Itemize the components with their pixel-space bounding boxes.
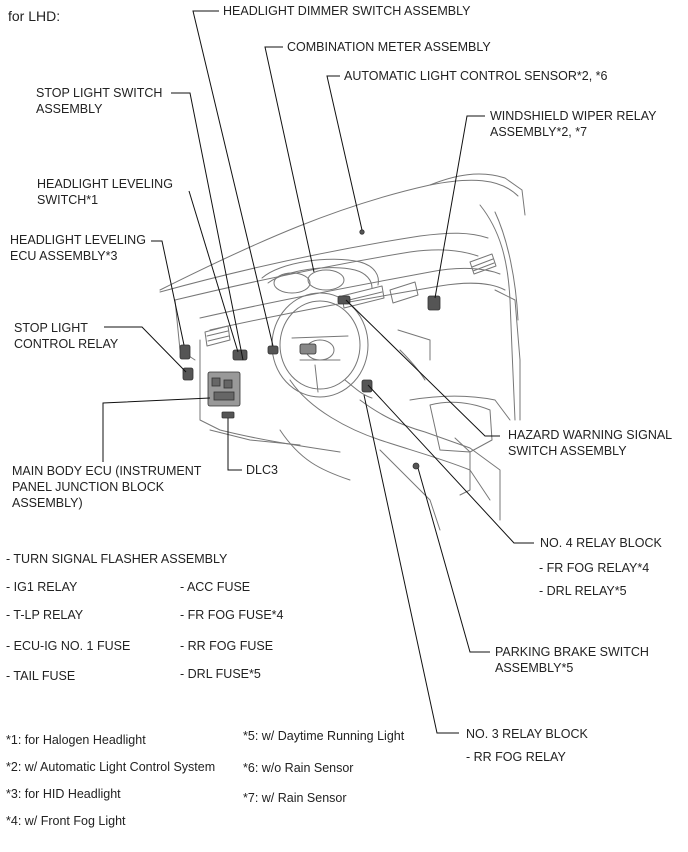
leader-dlc3 bbox=[227, 418, 242, 471]
right-vent bbox=[389, 281, 419, 304]
footnote-5: *5: w/ Daytime Running Light bbox=[243, 729, 405, 743]
leader-leveling-switch bbox=[188, 190, 239, 353]
meter-hood bbox=[261, 258, 379, 286]
list-ecu-ig-fuse: - ECU-IG NO. 1 FUSE bbox=[6, 639, 131, 653]
leader-wiper-relay bbox=[434, 115, 485, 299]
leader-combination-meter bbox=[264, 46, 315, 273]
label-headlight-leveling-switch: HEADLIGHT LEVELING SWITCH*1 bbox=[37, 177, 173, 207]
list-tail-fuse: - TAIL FUSE bbox=[6, 669, 76, 683]
steering-wheel-outline bbox=[271, 292, 369, 398]
dimmer-switch-mark bbox=[267, 345, 279, 355]
footnote-3: *3: for HID Headlight bbox=[6, 787, 121, 801]
dlc3-mark bbox=[221, 411, 235, 419]
label-parking-brake-switch: PARKING BRAKE SWITCH ASSEMBLY*5 bbox=[495, 645, 649, 675]
leveling-ecu-mark bbox=[179, 344, 191, 360]
label-windshield-wiper-relay: WINDSHIELD WIPER RELAY ASSEMBLY*2, *7 bbox=[490, 109, 657, 139]
list-acc-fuse: - ACC FUSE bbox=[180, 580, 251, 594]
auto-light-sensor-mark bbox=[359, 229, 365, 235]
leader-stop-relay bbox=[104, 326, 187, 373]
hazard-switch-mark bbox=[337, 295, 351, 305]
label-headlight-leveling-ecu: HEADLIGHT LEVELING ECU ASSEMBLY*3 bbox=[10, 233, 146, 263]
side-vent bbox=[469, 253, 497, 275]
label-stop-light-switch: STOP LIGHT SWITCH ASSEMBLY bbox=[36, 86, 163, 116]
leader-stop-light-switch bbox=[171, 92, 244, 361]
label-combination-meter: COMBINATION METER ASSEMBLY bbox=[287, 40, 491, 54]
label-fr-fog-relay: - FR FOG RELAY*4 bbox=[539, 561, 650, 575]
a-pillar bbox=[479, 204, 516, 421]
leader-main-body-ecu bbox=[102, 397, 211, 462]
wiper-relay-mark bbox=[427, 295, 441, 311]
leveling-switch-mark bbox=[232, 349, 248, 361]
list-tlp-relay: - T-LP RELAY bbox=[6, 608, 84, 622]
label-rr-fog-relay: - RR FOG RELAY bbox=[466, 750, 566, 764]
left-vent bbox=[204, 325, 231, 347]
footnote-4: *4: w/ Front Fog Light bbox=[6, 814, 126, 828]
windshield-outline bbox=[159, 179, 519, 291]
relay-block-4-mark bbox=[361, 379, 373, 393]
parking-brake-mark bbox=[412, 462, 420, 470]
list-turn-signal-flasher: - TURN SIGNAL FLASHER ASSEMBLY bbox=[6, 552, 228, 566]
label-no3-relay-block: NO. 3 RELAY BLOCK bbox=[466, 727, 588, 741]
footnote-1: *1: for Halogen Headlight bbox=[6, 733, 146, 747]
label-stop-light-control-relay: STOP LIGHT CONTROL RELAY bbox=[14, 321, 119, 351]
label-drl-relay: - DRL RELAY*5 bbox=[539, 584, 627, 598]
page-header: for LHD: bbox=[8, 8, 61, 24]
leader-relay-block-3 bbox=[363, 394, 459, 734]
list-drl-fuse: - DRL FUSE*5 bbox=[180, 667, 261, 681]
roof-line bbox=[429, 173, 526, 216]
list-rr-fog-fuse: - RR FOG FUSE bbox=[180, 639, 274, 653]
list-fr-fog-fuse: - FR FOG FUSE*4 bbox=[180, 608, 284, 622]
label-main-body-ecu: MAIN BODY ECU (INSTRUMENT PANEL JUNCTION… bbox=[12, 464, 202, 510]
main-body-ecu-mark bbox=[207, 371, 241, 407]
footnote-7: *7: w/ Rain Sensor bbox=[243, 791, 347, 805]
footnote-6: *6: w/o Rain Sensor bbox=[243, 761, 354, 775]
leader-auto-light-sensor bbox=[326, 75, 363, 231]
list-ig1-relay: - IG1 RELAY bbox=[6, 580, 78, 594]
footnote-2: *2: w/ Automatic Light Control System bbox=[6, 760, 216, 774]
label-auto-light-sensor: AUTOMATIC LIGHT CONTROL SENSOR*2, *6 bbox=[344, 69, 608, 83]
label-headlight-dimmer-switch: HEADLIGHT DIMMER SWITCH ASSEMBLY bbox=[223, 4, 471, 18]
leader-leveling-ecu bbox=[151, 240, 185, 346]
leader-relay-block-4 bbox=[367, 384, 534, 544]
label-hazard-warning-switch: HAZARD WARNING SIGNAL SWITCH ASSEMBLY bbox=[508, 428, 673, 458]
leader-parking-brake bbox=[417, 467, 490, 653]
label-dlc3: DLC3 bbox=[246, 463, 278, 477]
dash-top bbox=[159, 232, 489, 293]
leader-hazard bbox=[345, 299, 500, 437]
leader-headlight-dimmer bbox=[192, 10, 274, 347]
label-no4-relay-block: NO. 4 RELAY BLOCK bbox=[540, 536, 662, 550]
